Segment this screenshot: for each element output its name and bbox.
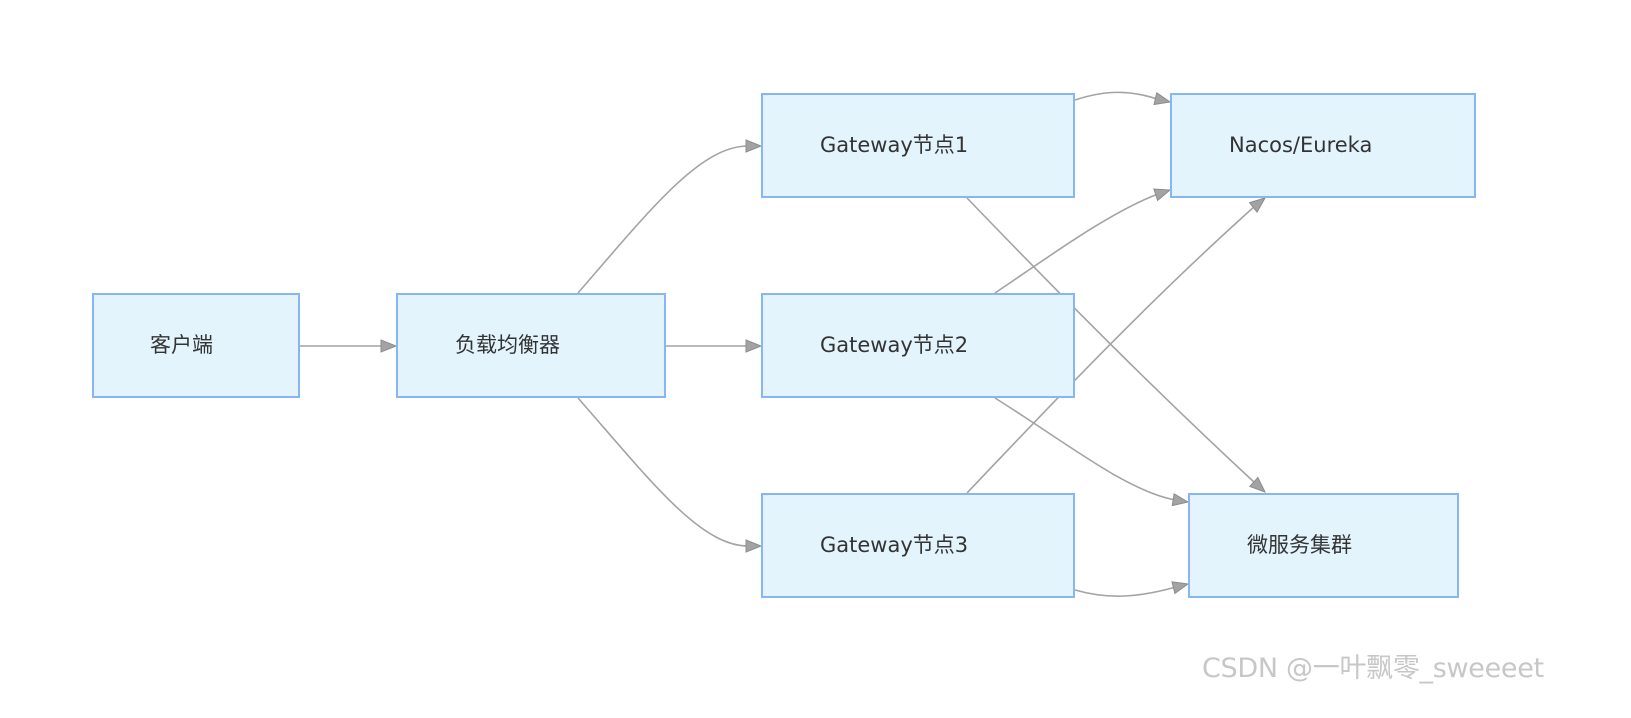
edge-gateway3-to-registry	[966, 205, 1256, 494]
edge-gateway3-to-microservices-arrowhead	[1171, 581, 1190, 595]
edge-load-balancer-to-gateway2-arrowhead	[745, 339, 763, 353]
edge-load-balancer-to-gateway3	[577, 397, 749, 547]
node-gateway-2-label: Gateway节点2	[820, 333, 969, 357]
node-gateway-2: Gateway节点2	[761, 293, 1075, 398]
edge-gateway3-to-microservices	[1074, 586, 1177, 597]
node-gateway-3: Gateway节点3	[761, 493, 1075, 598]
node-client-label: 客户端	[150, 333, 213, 357]
watermark: CSDN @一叶飘零_sweeeet	[1202, 653, 1544, 684]
edge-gateway2-to-microservices-arrowhead	[1171, 492, 1190, 507]
node-client: 客户端	[92, 293, 300, 398]
node-microservices-label: 微服务集群	[1247, 533, 1352, 557]
edge-gateway1-to-microservices-arrowhead	[1248, 476, 1267, 493]
node-gateway-1-label: Gateway节点1	[820, 133, 969, 157]
node-gateway-3-label: Gateway节点3	[820, 533, 969, 557]
edge-gateway1-to-registry-arrowhead	[1153, 91, 1172, 106]
edge-load-balancer-to-gateway3-arrowhead	[745, 539, 763, 553]
edge-load-balancer-to-gateway1	[577, 145, 749, 294]
node-registry-label: Nacos/Eureka	[1229, 133, 1373, 157]
edge-gateway2-to-microservices	[994, 397, 1176, 501]
edge-load-balancer-to-gateway1-arrowhead	[745, 139, 763, 153]
edge-gateway2-to-registry	[994, 193, 1159, 294]
edge-client-to-load-balancer-arrowhead	[380, 339, 398, 353]
edge-gateway1-to-registry	[1074, 91, 1158, 101]
node-gateway-1: Gateway节点1	[761, 93, 1075, 198]
edge-gateway3-to-registry-arrowhead	[1248, 197, 1267, 213]
node-registry: Nacos/Eureka	[1170, 93, 1476, 198]
node-load-balancer-label: 负载均衡器	[455, 333, 560, 357]
edge-gateway2-to-registry-arrowhead	[1153, 188, 1172, 202]
edge-gateway1-to-microservices	[966, 197, 1256, 484]
node-microservices: 微服务集群	[1188, 493, 1459, 598]
node-load-balancer: 负载均衡器	[396, 293, 666, 398]
